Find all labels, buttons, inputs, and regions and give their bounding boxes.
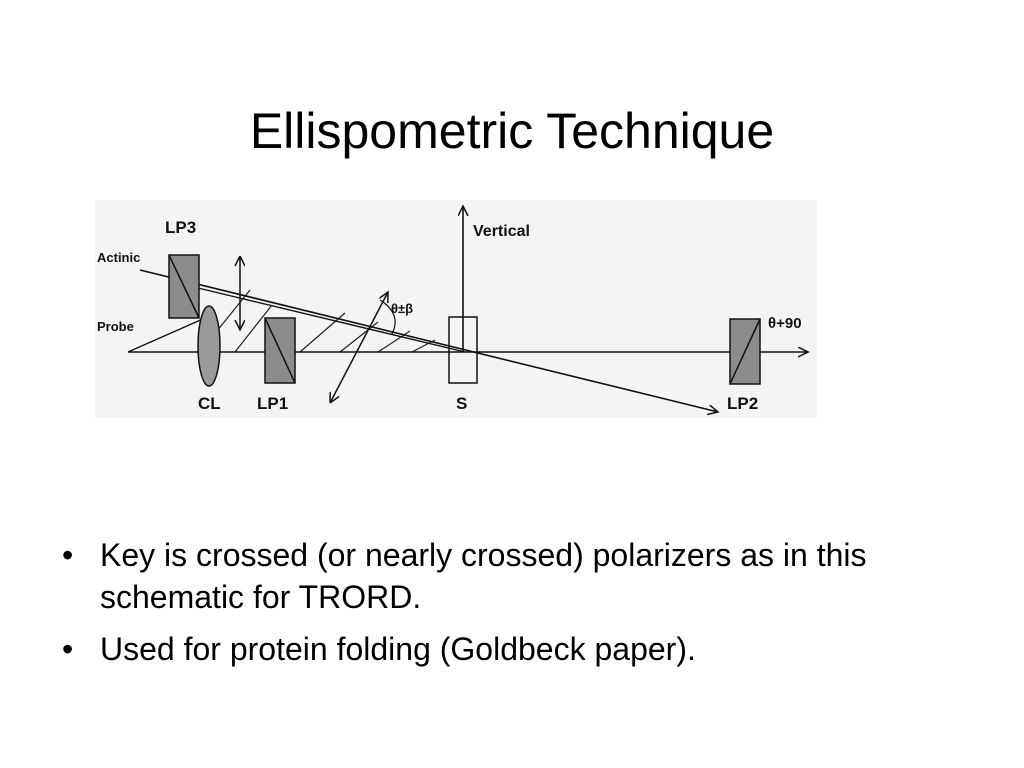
lp1-polarizer xyxy=(264,317,296,384)
label-cl: CL xyxy=(198,394,221,413)
lp3-polarizer xyxy=(168,254,200,319)
lp2-polarizer xyxy=(729,318,761,385)
theta-beta-angle-arc xyxy=(379,299,396,335)
bullet-item: • Key is crossed (or nearly crossed) pol… xyxy=(60,534,960,618)
trord-schematic: LP3 Actinic Probe Vertical θ±β θ+90 CL L… xyxy=(95,200,817,418)
slide-title: Ellispometric Technique xyxy=(249,102,775,159)
bullet-marker: • xyxy=(62,631,74,667)
cl-lens xyxy=(197,305,221,387)
bullet-item: • Used for protein folding (Goldbeck pap… xyxy=(60,628,960,670)
label-vertical: Vertical xyxy=(473,223,530,240)
label-theta-90: θ+90 xyxy=(768,315,802,332)
bullet-text: Key is crossed (or nearly crossed) polar… xyxy=(100,537,867,615)
diagram-background xyxy=(95,200,817,418)
label-s: S xyxy=(456,394,467,413)
bullet-text: Used for protein folding (Goldbeck paper… xyxy=(100,631,696,667)
bullet-list: • Key is crossed (or nearly crossed) pol… xyxy=(60,534,960,680)
label-theta-beta: θ±β xyxy=(391,301,413,316)
label-actinic: Actinic xyxy=(97,250,140,265)
probe-converge-line xyxy=(127,317,206,353)
label-lp2: LP2 xyxy=(727,394,758,413)
label-lp1: LP1 xyxy=(257,394,288,413)
label-probe: Probe xyxy=(97,319,134,334)
label-lp3: LP3 xyxy=(165,218,196,237)
sample-cell xyxy=(448,316,478,384)
theta-beta-double-arrow xyxy=(330,292,388,403)
bullet-marker: • xyxy=(62,537,74,573)
